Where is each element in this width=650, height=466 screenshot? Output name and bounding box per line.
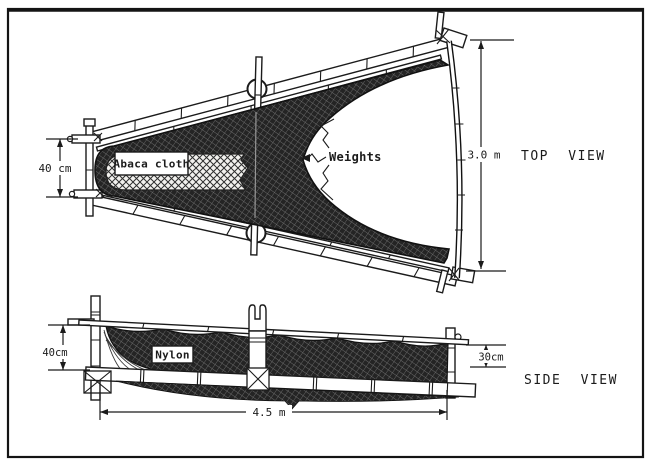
weights-arrowhead [301, 154, 310, 162]
dim-mouth-width-text: 40 cm [38, 162, 71, 175]
bow-pole [434, 11, 476, 294]
tip-knob [83, 118, 96, 127]
dim-mouth-width: 40 cm [36, 138, 78, 198]
nylon-label-text: Nylon [155, 349, 190, 362]
top-view: Abaca cloth [36, 11, 606, 294]
weights-leader-bottom [320, 164, 334, 201]
dim-length-text: 4.5 m [252, 406, 285, 419]
weights-label-text: Weights [329, 150, 382, 164]
weights-leader-top [320, 118, 335, 149]
side-view: Nylon 40cm 30cm 4.5 m SIDE VIEW [38, 295, 618, 420]
apex-lashing-top [435, 28, 451, 45]
figure-border [6, 7, 645, 459]
mouth-tip-assembly [66, 118, 105, 217]
side-view-caption: SIDE VIEW [524, 373, 618, 388]
dim-length: 4.5 m [99, 390, 448, 420]
top-rim-rod [78, 319, 470, 346]
weights-callout: Weights [301, 118, 382, 201]
fork-bracket [248, 304, 267, 332]
dim-front-depth: 40cm [38, 324, 90, 371]
spreader-through-net [254, 111, 257, 219]
center-post [248, 304, 267, 372]
apex-stub-bottom [435, 269, 449, 294]
apex-lashing-bottom [448, 267, 460, 282]
dim-front-depth-text: 40cm [42, 347, 67, 359]
dim-rear-depth: 30cm [466, 344, 510, 368]
dim-rear-depth-text: 30cm [478, 352, 503, 364]
abaca-cloth-label: Abaca cloth [113, 151, 189, 176]
dim-spread-width-text: 3.0 m [467, 149, 500, 162]
top-view-caption: TOP VIEW [521, 149, 606, 164]
left-lashing [83, 370, 112, 394]
abaca-cloth-label-text: Abaca cloth [113, 158, 189, 171]
side-view-net [105, 325, 449, 385]
nylon-label: Nylon [151, 345, 194, 364]
dim-spread-width: 3.0 m [466, 39, 514, 272]
top-view-net [94, 59, 451, 264]
center-lashing [246, 367, 270, 391]
